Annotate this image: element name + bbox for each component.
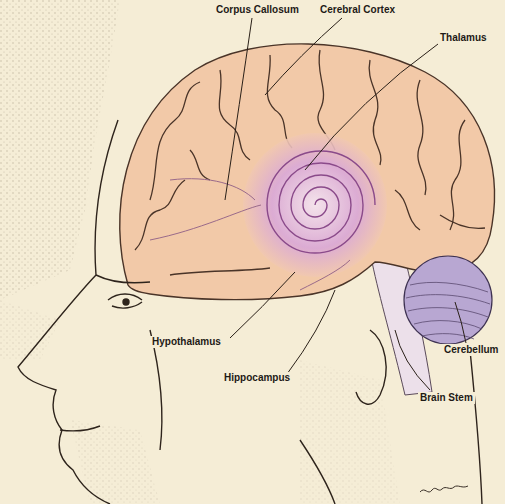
part-label: Thalamus <box>438 32 489 44</box>
part-label: Hippocampus <box>222 372 292 384</box>
part-label: Cerebellum <box>442 344 500 356</box>
part-label: Corpus Callosum <box>214 4 301 16</box>
part-label: Hypothalamus <box>150 336 223 348</box>
part-label: Brain Stem <box>418 392 475 404</box>
part-label: Cerebral Cortex <box>318 4 397 16</box>
